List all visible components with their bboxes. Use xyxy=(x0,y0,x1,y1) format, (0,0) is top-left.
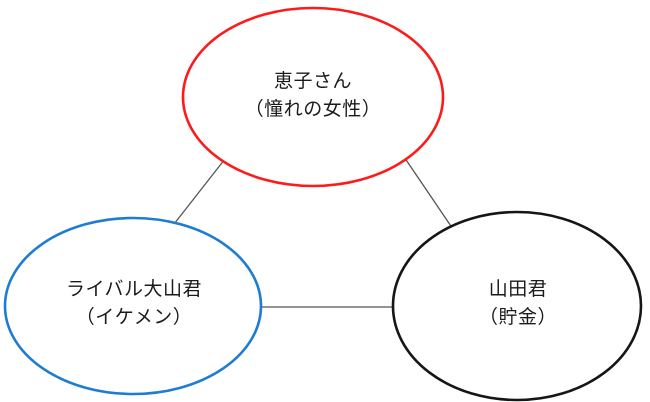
node-keiko-name: 恵子さん xyxy=(273,71,353,92)
node-yamada-attribute: （貯金） xyxy=(478,307,558,328)
node-oyama-attribute: （イケメン） xyxy=(75,307,193,328)
edge-keiko-yamada xyxy=(397,147,458,236)
node-ellipse-keiko xyxy=(181,6,445,188)
node-label-yamada: 山田君 （貯金） xyxy=(479,276,557,332)
node-keiko-attribute: （憧れの女性） xyxy=(244,99,382,120)
node-ellipse-oyama xyxy=(3,216,263,396)
node-yamada-name: 山田君 xyxy=(488,279,548,300)
node-ellipse-yamada xyxy=(391,210,643,402)
node-label-oyama: ライバル大山君 （イケメン） xyxy=(66,276,202,332)
edge-keiko-oyama xyxy=(166,149,233,234)
node-label-keiko: 恵子さん （憧れの女性） xyxy=(245,68,382,124)
node-oyama-name: ライバル大山君 xyxy=(65,279,203,300)
